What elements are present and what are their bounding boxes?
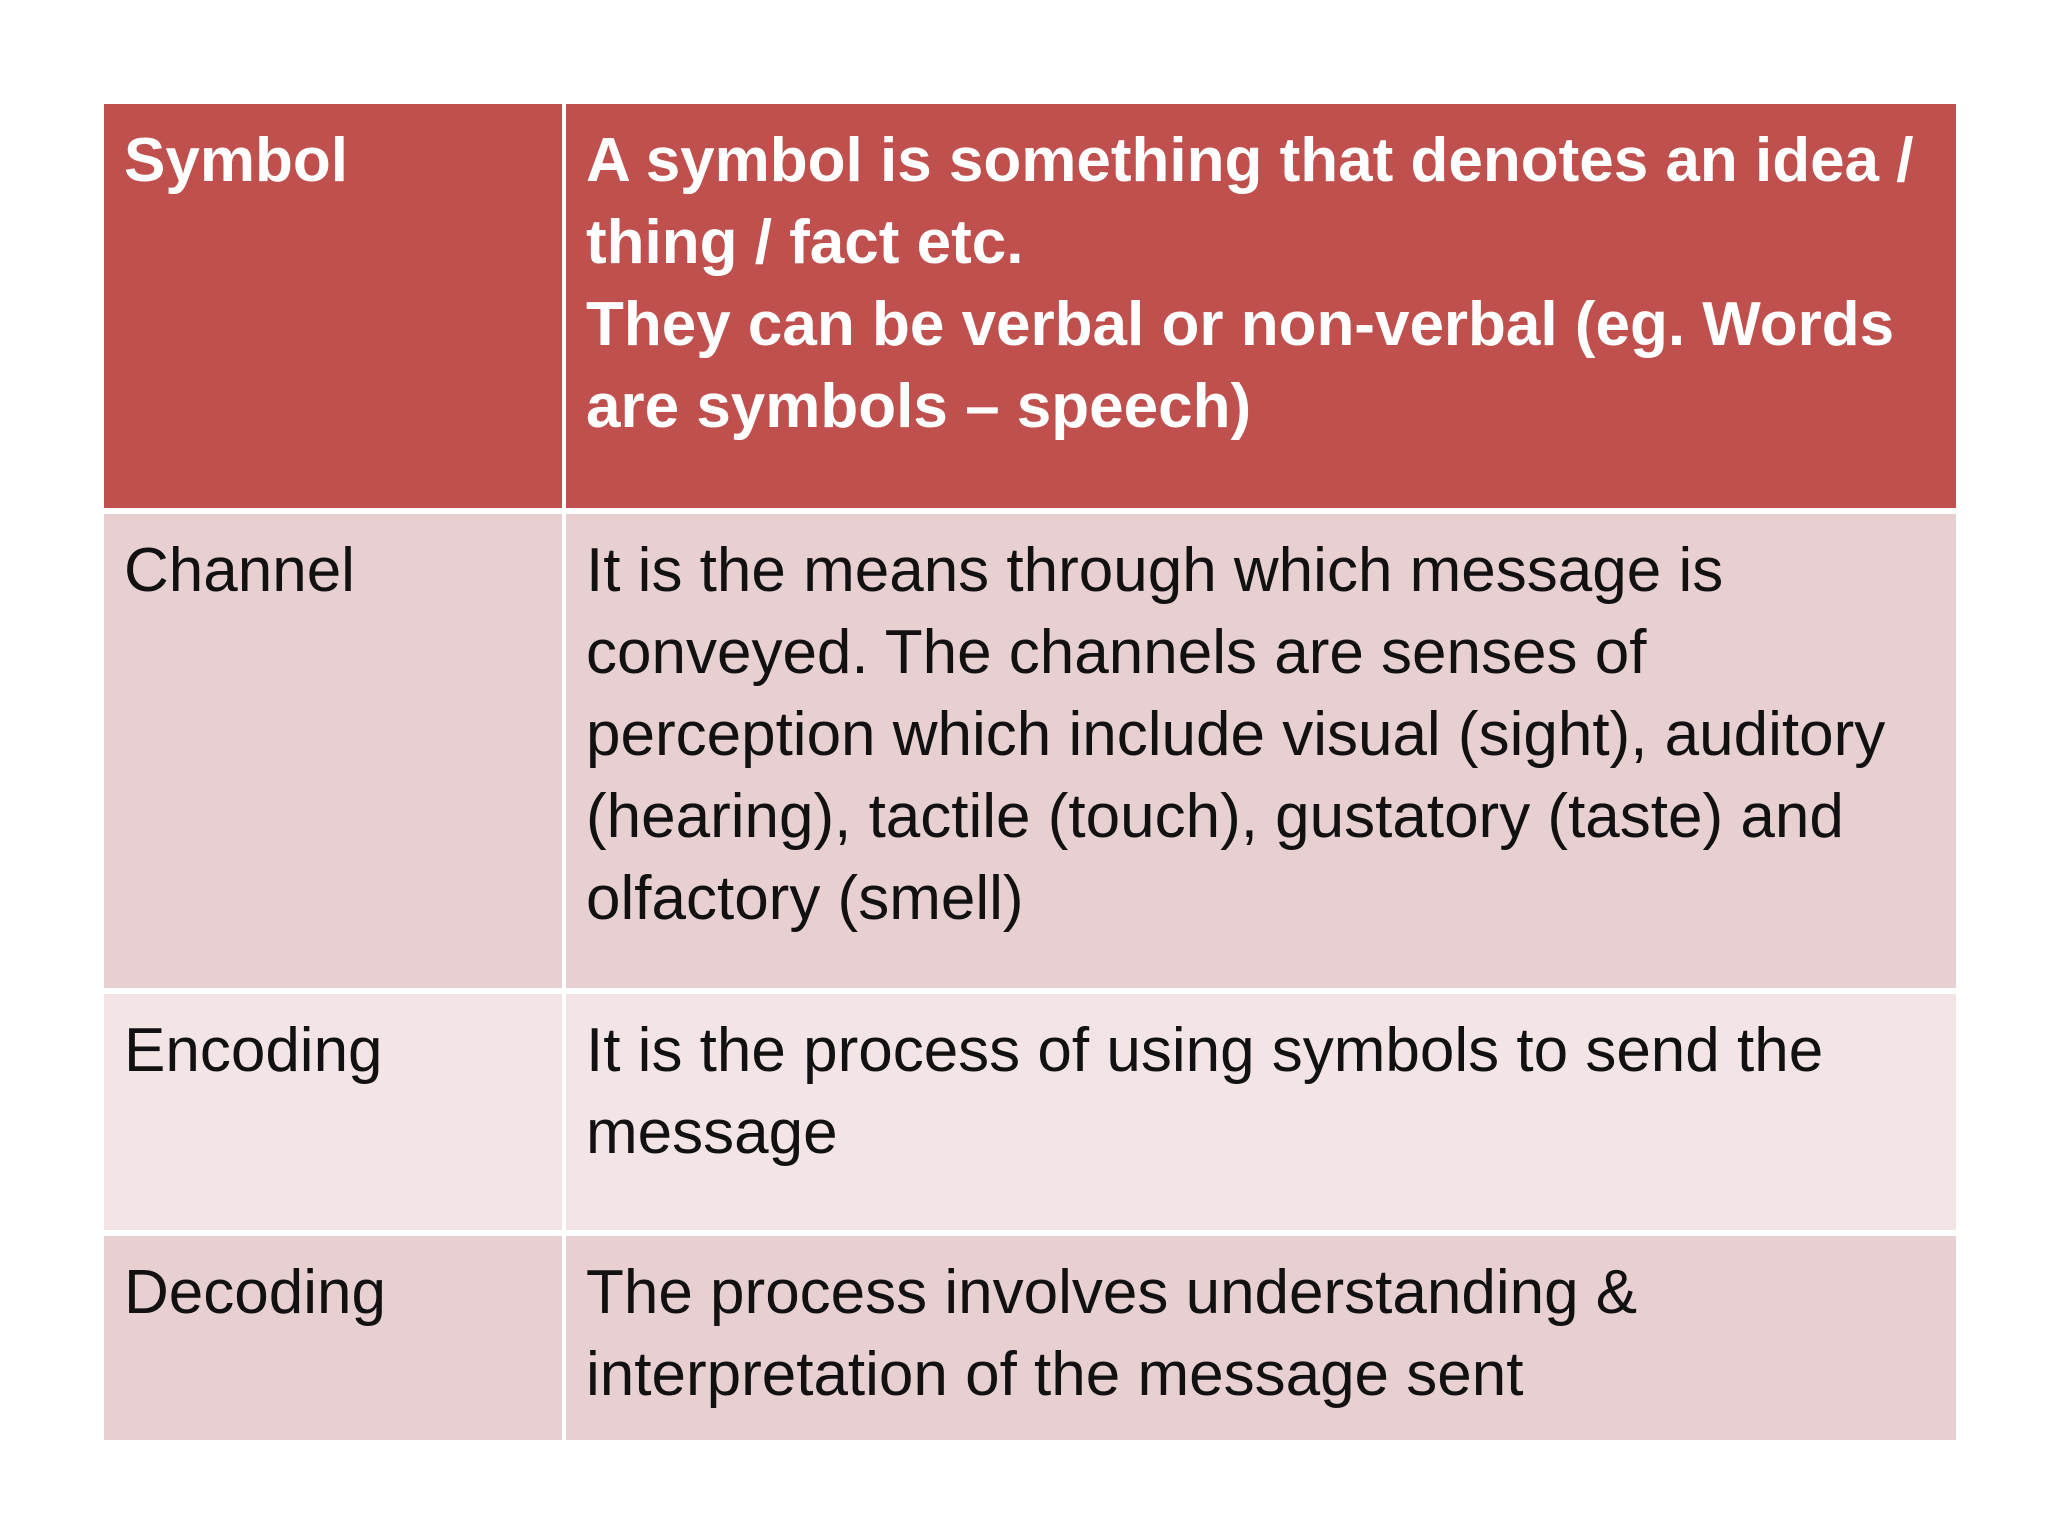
term-cell: Decoding — [104, 1236, 566, 1440]
term-cell: Channel — [104, 514, 566, 988]
definition-cell: It is the process of using symbols to se… — [566, 994, 1956, 1230]
definition-line: (hearing), tactile (touch), gustatory (t… — [586, 782, 1844, 851]
definition-line: conveyed. The channels are senses of — [586, 618, 1647, 687]
definition-line: perception which include visual (sight),… — [586, 700, 1886, 769]
table-row: Symbol A symbol is something that denote… — [104, 104, 1956, 514]
term-label: Decoding — [124, 1258, 386, 1327]
definition-line: The process involves understanding & — [586, 1258, 1638, 1327]
definition-cell: A symbol is something that denotes an id… — [566, 104, 1956, 508]
definition-line: A symbol is something that denotes an id… — [586, 126, 1914, 195]
term-label: Channel — [124, 536, 355, 605]
definition-line: It is the process of using symbols to se… — [586, 1016, 1824, 1085]
definition-line: It is the means through which message is — [586, 536, 1724, 605]
term-label: Symbol — [124, 126, 348, 195]
definition-cell: The process involves understanding & int… — [566, 1236, 1956, 1440]
definitions-table: Symbol A symbol is something that denote… — [104, 104, 1956, 1440]
definition-line: olfactory (smell) — [586, 864, 1024, 933]
definition-line: are symbols – speech) — [586, 372, 1252, 441]
definition-line: They can be verbal or non-verbal (eg. Wo… — [586, 290, 1895, 359]
term-cell: Encoding — [104, 994, 566, 1230]
definition-line: thing / fact etc. — [586, 208, 1024, 277]
term-cell: Symbol — [104, 104, 566, 508]
definition-line: interpretation of the message sent — [586, 1340, 1524, 1409]
term-label: Encoding — [124, 1016, 383, 1085]
table-row: Channel It is the means through which me… — [104, 514, 1956, 994]
definition-line: message — [586, 1098, 838, 1167]
table-row: Decoding The process involves understand… — [104, 1236, 1956, 1440]
table-row: Encoding It is the process of using symb… — [104, 994, 1956, 1236]
definition-cell: It is the means through which message is… — [566, 514, 1956, 988]
